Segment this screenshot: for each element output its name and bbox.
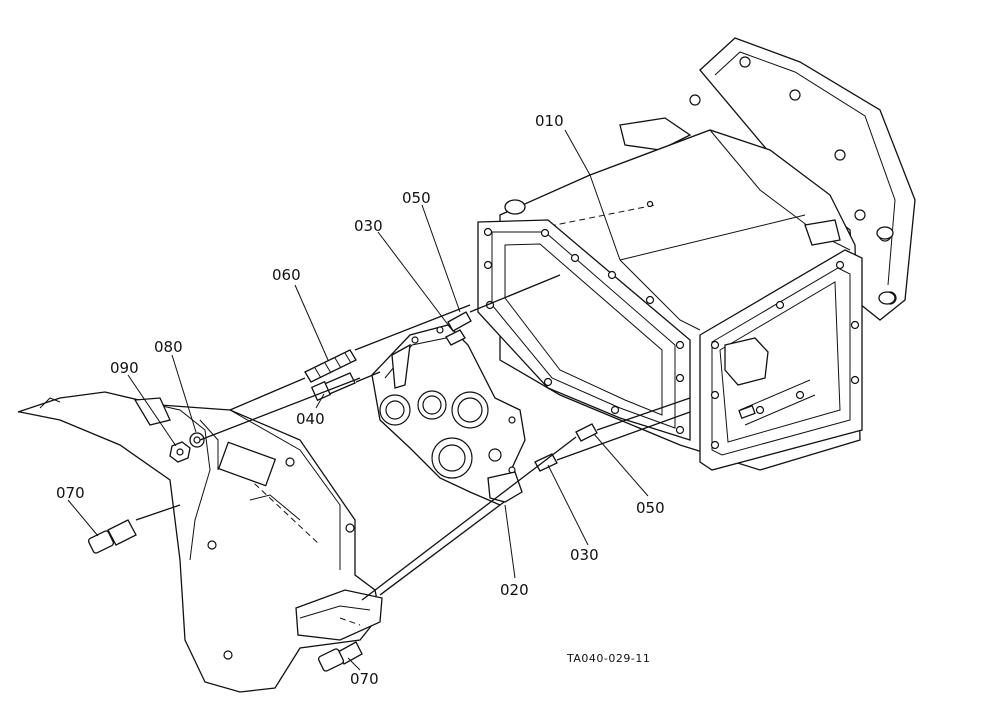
transmission-case (477, 37, 916, 471)
callout-040: 040 (296, 410, 325, 428)
callout-080: 080 (154, 338, 183, 356)
callout-070-left: 070 (56, 484, 85, 502)
callout-030-upper: 030 (354, 217, 383, 235)
callout-070-bottom: 070 (350, 670, 379, 688)
front-cover-plate (371, 324, 526, 506)
bolt-070-left (87, 519, 137, 554)
callout-030-lower: 030 (570, 546, 599, 564)
callout-050-lower: 050 (636, 499, 665, 517)
callout-060: 060 (272, 266, 301, 284)
dowel-pin-050-lower (575, 423, 598, 442)
dowel-pin-050-upper (447, 311, 472, 332)
drawing-code: TA040-029-11 (566, 652, 650, 665)
assembly-lines (135, 274, 691, 601)
callout-labels: 010 050 030 060 080 090 040 070 050 030 … (56, 112, 665, 688)
bolt-070-bottom (317, 641, 363, 672)
leader-lines (67, 129, 649, 671)
pin-030-upper (445, 329, 466, 346)
pin-030-lower (534, 453, 558, 472)
nut-090 (169, 441, 191, 463)
callout-020: 020 (500, 581, 529, 599)
callout-050-upper: 050 (402, 189, 431, 207)
callout-090: 090 (110, 359, 139, 377)
stud-bolt-060 (304, 349, 357, 383)
washer-080 (189, 432, 205, 448)
callout-010: 010 (535, 112, 564, 130)
